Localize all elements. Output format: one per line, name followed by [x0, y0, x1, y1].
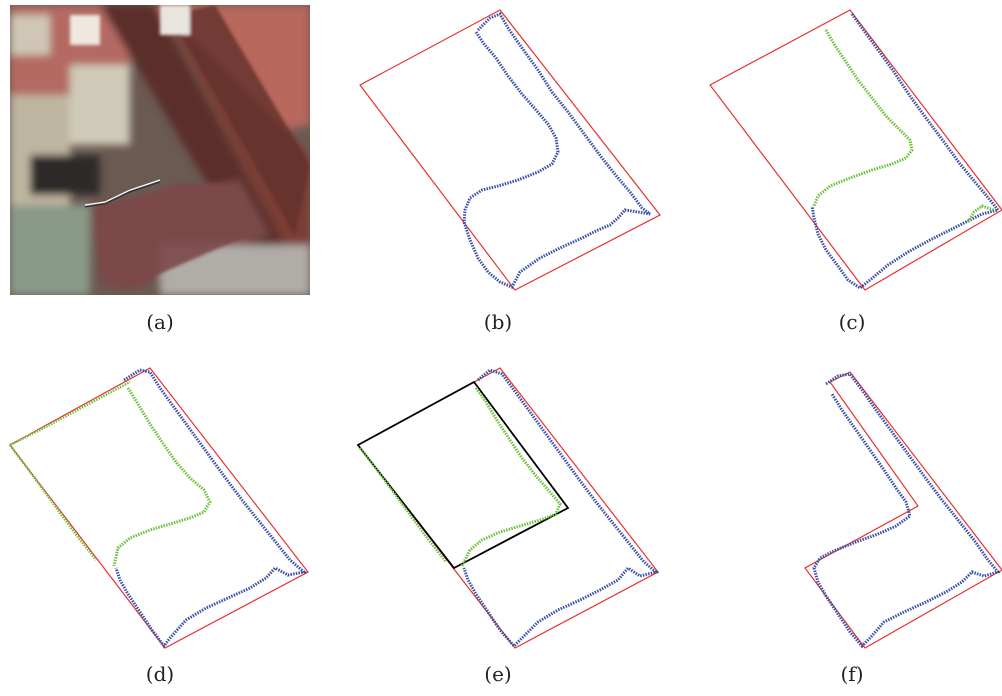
- fitted-rectangle: [356, 380, 570, 570]
- aerial-image: [10, 5, 310, 295]
- selected-edge-left: [8, 444, 97, 561]
- caption-a: (a): [146, 310, 174, 334]
- boundary-curve: [810, 13, 1001, 290]
- bounding-box: [709, 9, 1002, 291]
- selected-edge-left: [359, 447, 447, 563]
- selected-curve-small: [966, 204, 995, 223]
- selected-edge: [9, 380, 131, 447]
- caption-d: (d): [145, 662, 175, 686]
- caption-f: (f): [840, 662, 864, 686]
- bounding-box: [9, 367, 309, 649]
- caption-e: (e): [484, 662, 512, 686]
- caption-b: (b): [483, 310, 513, 334]
- boundary-curve: [462, 12, 651, 289]
- boundary-curve: [462, 368, 660, 649]
- caption-c: (c): [838, 310, 866, 334]
- selected-curve: [112, 387, 212, 567]
- final-polygon: [804, 371, 1002, 649]
- boundary-curve: [114, 368, 308, 649]
- selected-curve: [460, 387, 562, 567]
- boundary-curve: [812, 372, 1001, 649]
- bounding-box: [359, 9, 661, 291]
- selected-curve: [812, 29, 914, 207]
- aerial-image-render: [10, 5, 310, 295]
